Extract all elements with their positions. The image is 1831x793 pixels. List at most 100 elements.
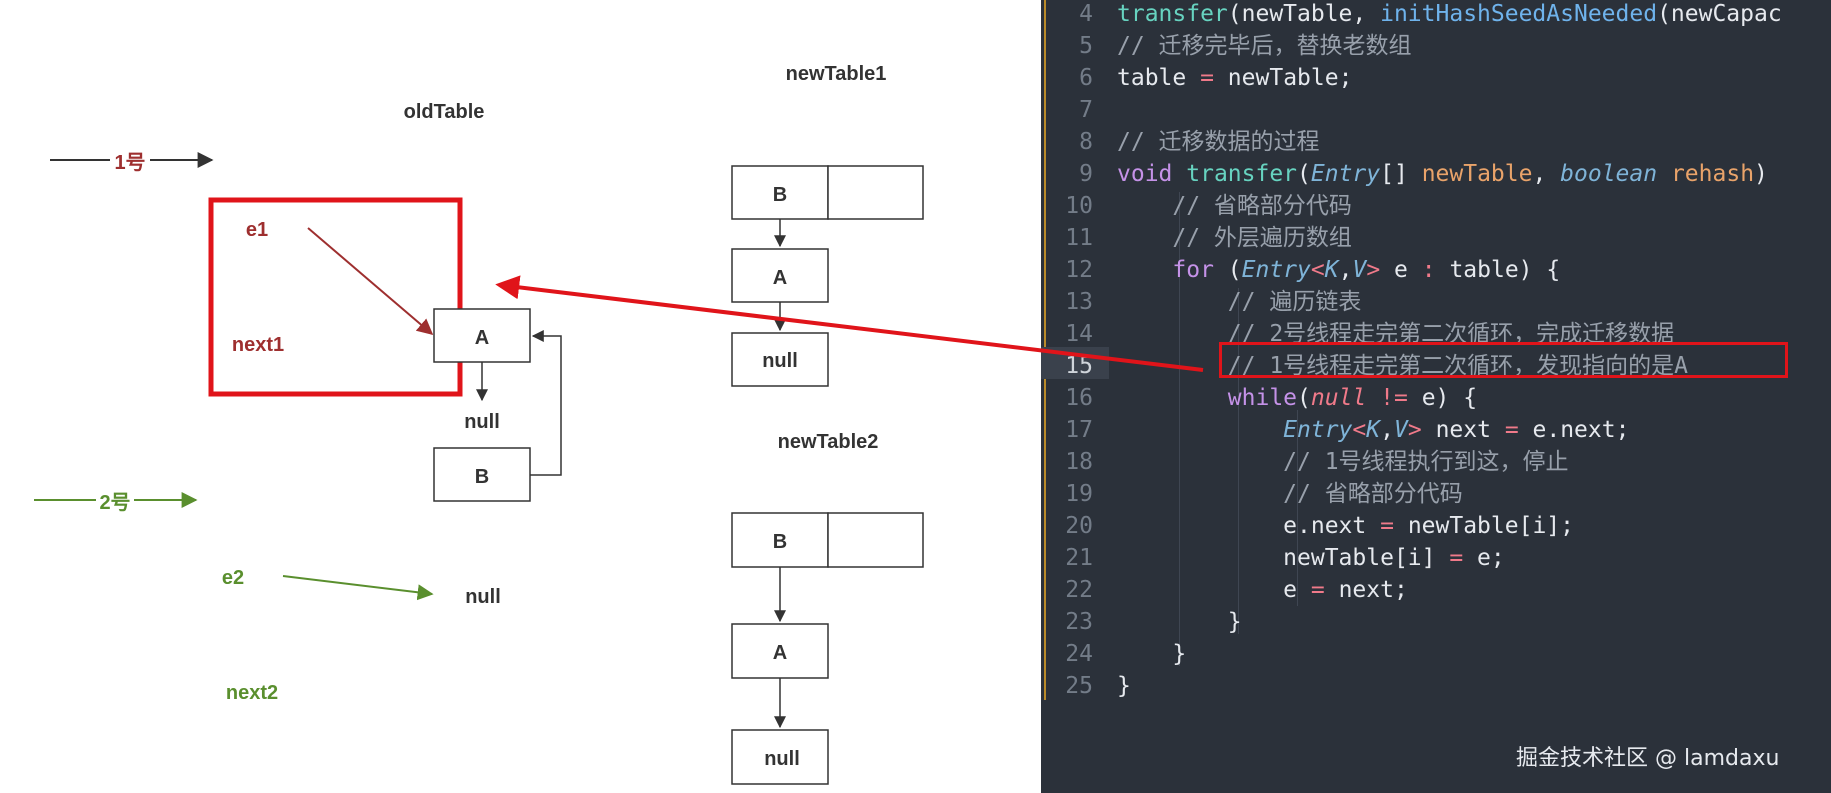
code-token: = [1449,545,1464,571]
code-line: 23 } [1041,606,1831,638]
code-line: 11 // 外层遍历数组 [1041,222,1831,254]
code-text: while(null != e) { [1117,382,1477,414]
code-token: ( [1227,257,1242,283]
code-token: // 外层遍历数组 [1117,225,1352,251]
code-token: (newTable, [1227,1,1381,27]
nt2-node-a-label: A [773,642,787,664]
line-number: 12 [1065,257,1093,283]
line-number: 7 [1079,97,1093,123]
nt1-node-b [731,165,829,220]
nt2-node-a [731,623,829,679]
thread2-label: 2号 [99,491,130,514]
code-text: newTable[i] = e; [1117,542,1505,574]
code-token: e.next [1117,513,1381,539]
code-token: newTable [1421,161,1533,187]
line-number: 5 [1079,33,1093,59]
line-number: 15 [1065,353,1093,379]
code-token: transfer [1117,1,1228,27]
code-text: // 省略部分代码 [1117,478,1463,510]
code-token: } [1117,609,1242,635]
code-text: for (Entry<K,V> e : table) { [1117,254,1560,286]
next1-label: next1 [232,334,284,356]
code-token: e) { [1407,385,1478,411]
line-number: 13 [1065,289,1093,315]
diagram-canvas: oldTable newTable1 newTable2 1号 2号 e1 ne… [34,63,924,785]
code-text: } [1117,606,1242,638]
old-b-to-a-arrow [530,330,562,476]
code-token: rehash [1670,161,1755,187]
code-token: e [1117,577,1311,603]
code-line: 19 // 省略部分代码 [1041,478,1831,510]
code-line: 17 Entry<K,V> next = e.next; [1041,414,1831,446]
nt2-node-b-next [827,512,924,568]
code-token: Entry [1241,257,1311,283]
code-token: = [1380,513,1394,539]
code-token [1366,385,1380,411]
e2-label: e2 [222,567,244,589]
old-null-label-2: null [465,586,501,608]
code-line: 21 newTable[i] = e; [1041,542,1831,574]
code-token: , [1338,257,1353,283]
code-token: // 迁移数据的过程 [1117,129,1320,155]
code-token: } [1117,673,1131,699]
code-token: = [1200,65,1214,91]
code-token: boolean [1560,161,1671,187]
code-line: 18 // 1号线程执行到这，停止 [1041,446,1831,478]
old-node-b [433,447,531,502]
indent-guide [1179,192,1180,666]
code-highlight-box [1219,342,1788,378]
code-text: // 遍历链表 [1117,286,1362,318]
code-token: != [1380,385,1408,411]
code-token: next [1421,417,1505,443]
old-table-title: oldTable [404,101,485,123]
e2-pointer-arrow [282,575,434,601]
code-token: // 省略部分代码 [1117,193,1352,219]
code-token: void [1117,161,1187,187]
code-token [1117,385,1228,411]
code-token: e.next; [1518,417,1630,443]
line-number: 24 [1065,641,1093,667]
nt2-null-node [731,729,829,785]
code-token: > [1407,417,1422,443]
code-token: table [1117,65,1201,91]
code-token: newTable[i]; [1393,513,1574,539]
code-token: < [1310,257,1325,283]
code-token: : [1421,257,1436,283]
code-token: table) { [1435,257,1561,283]
nt2-null-label: null [764,748,800,770]
code-token [1117,257,1172,283]
line-number: 16 [1065,385,1093,411]
nt1-node-b-next [827,165,924,220]
line-number: 25 [1065,673,1093,699]
code-token: e [1380,257,1422,283]
code-token: , [1532,161,1561,187]
code-text: transfer(newTable, initHashSeedAsNeeded(… [1117,0,1782,30]
code-line: 5 // 迁移完毕后，替换老数组 [1041,30,1831,62]
code-token: V [1352,257,1367,283]
code-token: [] [1380,161,1422,187]
code-token: newTable[i] [1117,545,1450,571]
code-text: // 迁移完毕后，替换老数组 [1117,30,1412,62]
nt1-node-b-label: B [773,184,787,206]
line-number: 10 [1065,193,1093,219]
code-line: 24 } [1041,638,1831,670]
code-text: // 1号线程走完第二次循环，发现指向的是A [1117,350,1688,382]
code-line: 20 e.next = newTable[i]; [1041,510,1831,542]
line-number: 20 [1065,513,1093,539]
line-number: 19 [1065,481,1093,507]
code-token: // 1号线程走完第二次循环，发现指向的是A [1117,353,1689,379]
code-token: Entry [1283,417,1353,443]
new-table2-title: newTable2 [778,431,879,453]
code-text: // 迁移数据的过程 [1117,126,1320,158]
code-token: K [1366,417,1381,443]
line-number: 8 [1079,129,1093,155]
code-token: Entry [1310,161,1381,187]
code-token: } [1117,641,1187,667]
line-number: 18 [1065,449,1093,475]
code-text: // 省略部分代码 [1117,190,1352,222]
line-number: 11 [1065,225,1093,251]
code-token: initHashSeedAsNeeded [1380,1,1658,27]
